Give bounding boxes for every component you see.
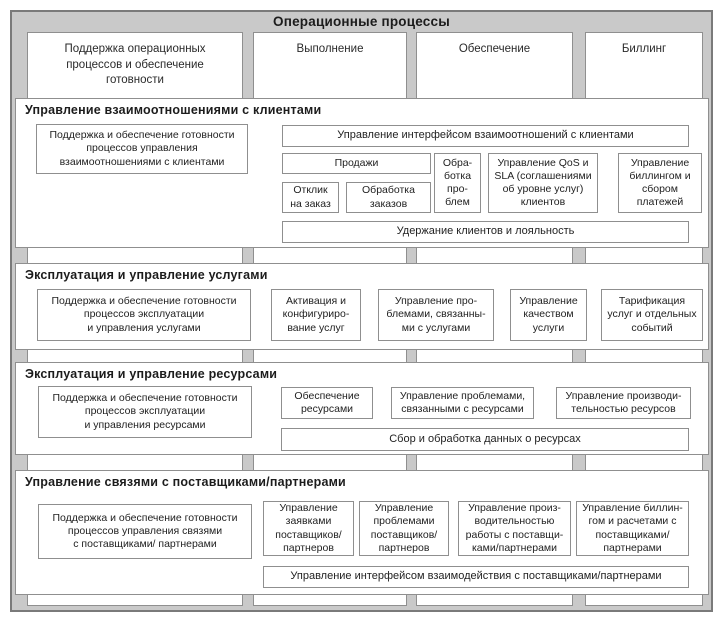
box-customer-retention: Удержание клиентов и лояльность (282, 221, 689, 243)
box-crm-billing-collection: Управление биллингом и сбором платежей (618, 153, 702, 213)
column-label: Биллинг (621, 43, 667, 55)
box-service-quality-management: Управление качеством услуги (510, 289, 587, 341)
box-crm-support-readiness: Поддержка и обеспечение готовности проце… (36, 124, 248, 174)
box-supplier-performance-management: Управление произ- водительностью работы … (458, 501, 571, 556)
box-service-activation-configuration: Активация и конфигуриро- вание услуг (271, 289, 361, 341)
box-supplier-problem-management: Управление проблемами поставщиков/ партн… (359, 501, 449, 556)
section-crm-header: Управление взаимоотношениями с клиентами (25, 103, 322, 117)
section-service-management: Эксплуатация и управление услугами Подде… (15, 263, 709, 350)
section-crm: Управление взаимоотношениями с клиентами… (15, 98, 709, 248)
box-resource-data-collection: Сбор и обработка данных о ресурсах (281, 428, 689, 451)
column-label: Обеспечение (458, 43, 531, 55)
box-resource-support-readiness: Поддержка и обеспечение готовности проце… (38, 386, 252, 438)
section-resource-header: Эксплуатация и управление ресурсами (25, 367, 278, 381)
diagram-title: Операционные процессы (273, 14, 450, 29)
section-service-header: Эксплуатация и управление услугами (25, 268, 268, 282)
box-service-support-readiness: Поддержка и обеспечение готовности проце… (37, 289, 251, 341)
box-supplier-billing-settlements: Управление биллин- гом и расчетами с пос… (576, 501, 689, 556)
box-qos-sla-management: Управление QoS и SLA (соглашениями об ур… (488, 153, 598, 213)
box-order-response: Отклик на заказ (282, 182, 339, 213)
box-order-handling: Обработка заказов (346, 182, 431, 213)
column-label: Поддержка операционных процессов и обесп… (64, 43, 206, 87)
box-resource-performance-management: Управление производи- тельностью ресурсо… (556, 387, 691, 419)
column-label: Выполнение (296, 43, 364, 55)
box-problem-handling: Обра- ботка про- блем (434, 153, 481, 213)
box-resource-provisioning: Обеспечение ресурсами (281, 387, 373, 419)
box-crm-interface-management: Управление интерфейсом взаимоотношений с… (282, 125, 689, 147)
section-supplier-partner: Управление связями с поставщиками/партне… (15, 470, 709, 595)
section-resource-management: Эксплуатация и управление ресурсами Подд… (15, 362, 709, 455)
box-supplier-requisition-management: Управление заявками поставщиков/ партнер… (263, 501, 354, 556)
box-service-rating: Тарификация услуг и отдельных событий (601, 289, 703, 341)
box-supplier-interface-management: Управление интерфейсом взаимодействия с … (263, 566, 689, 588)
box-supplier-support-readiness: Поддержка и обеспечение готовности проце… (38, 504, 252, 559)
box-resource-problem-management: Управление проблемами, связанными с ресу… (391, 387, 534, 419)
box-sales: Продажи (282, 153, 431, 174)
section-supplier-header: Управление связями с поставщиками/партне… (25, 475, 346, 489)
box-service-problem-management: Управление про- блемами, связанны- ми с … (378, 289, 494, 341)
